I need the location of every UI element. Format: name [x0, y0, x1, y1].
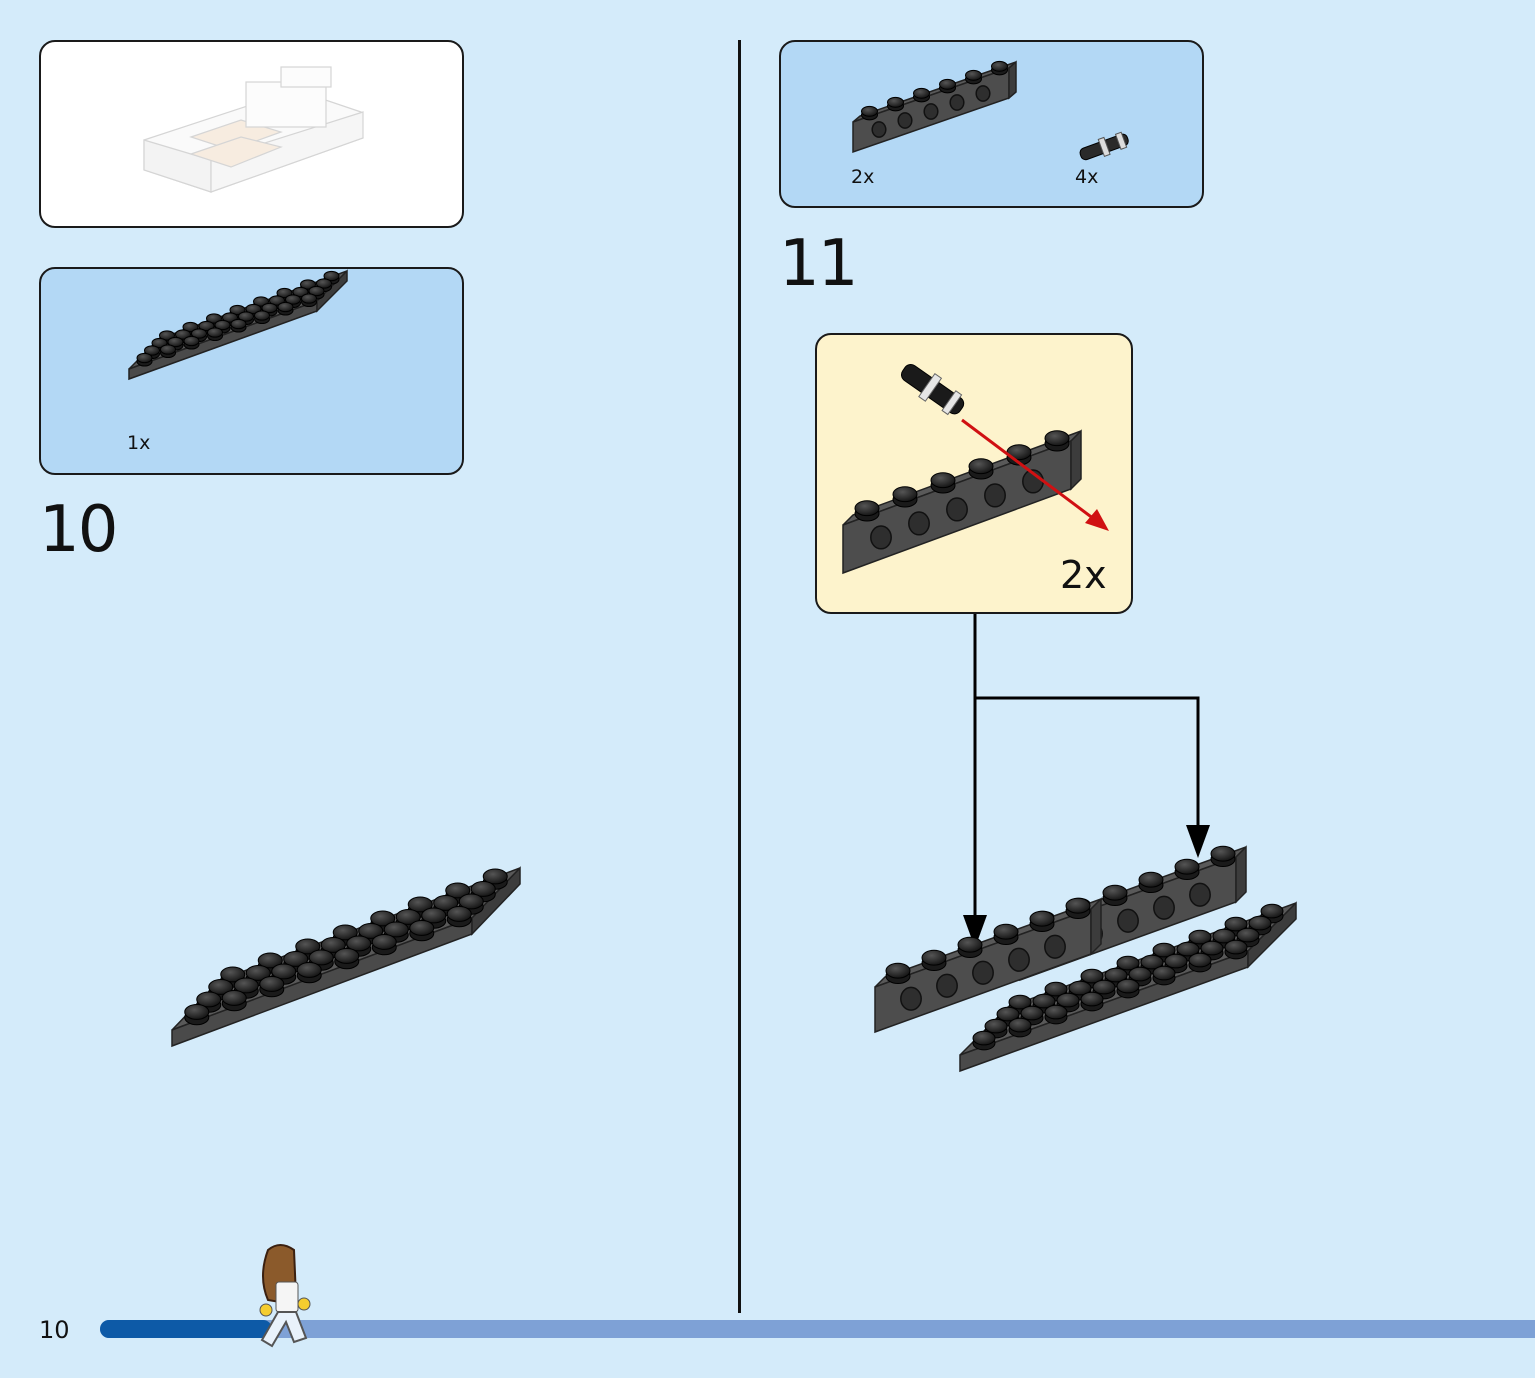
minifigure-progress-icon: [259, 1244, 311, 1348]
part-count-plate: 1x: [127, 432, 151, 454]
previous-model-preview-box: [39, 40, 464, 228]
previous-model-ghost-image: [143, 66, 364, 193]
subassembly-multiplier: 2x: [1060, 553, 1107, 597]
step-number-11: 11: [779, 227, 858, 301]
progress-fill: [100, 1320, 273, 1338]
plate-4x8-icon: [128, 269, 348, 381]
subassembly-beam-image: [842, 429, 1082, 575]
part-count-technic-brick: 2x: [851, 166, 875, 188]
insert-pin-arrow: [900, 363, 1109, 531]
technic-brick-1x6-icon: [852, 60, 1017, 154]
page-number: 10: [39, 1316, 70, 1344]
part-count-technic-pin: 4x: [1075, 166, 1099, 188]
subassembly-callout: 2x: [815, 333, 1133, 614]
parts-list-step-10: 1x: [39, 267, 464, 475]
step-number-10: 10: [39, 493, 118, 567]
progress-track: [100, 1320, 1535, 1338]
page-divider: [738, 40, 741, 1313]
step-10-plate-image: [171, 866, 521, 1048]
parts-list-step-11: 2x 4x: [779, 40, 1204, 208]
step-11-model-image: [874, 845, 1297, 1073]
technic-pin-icon: [1079, 131, 1129, 161]
